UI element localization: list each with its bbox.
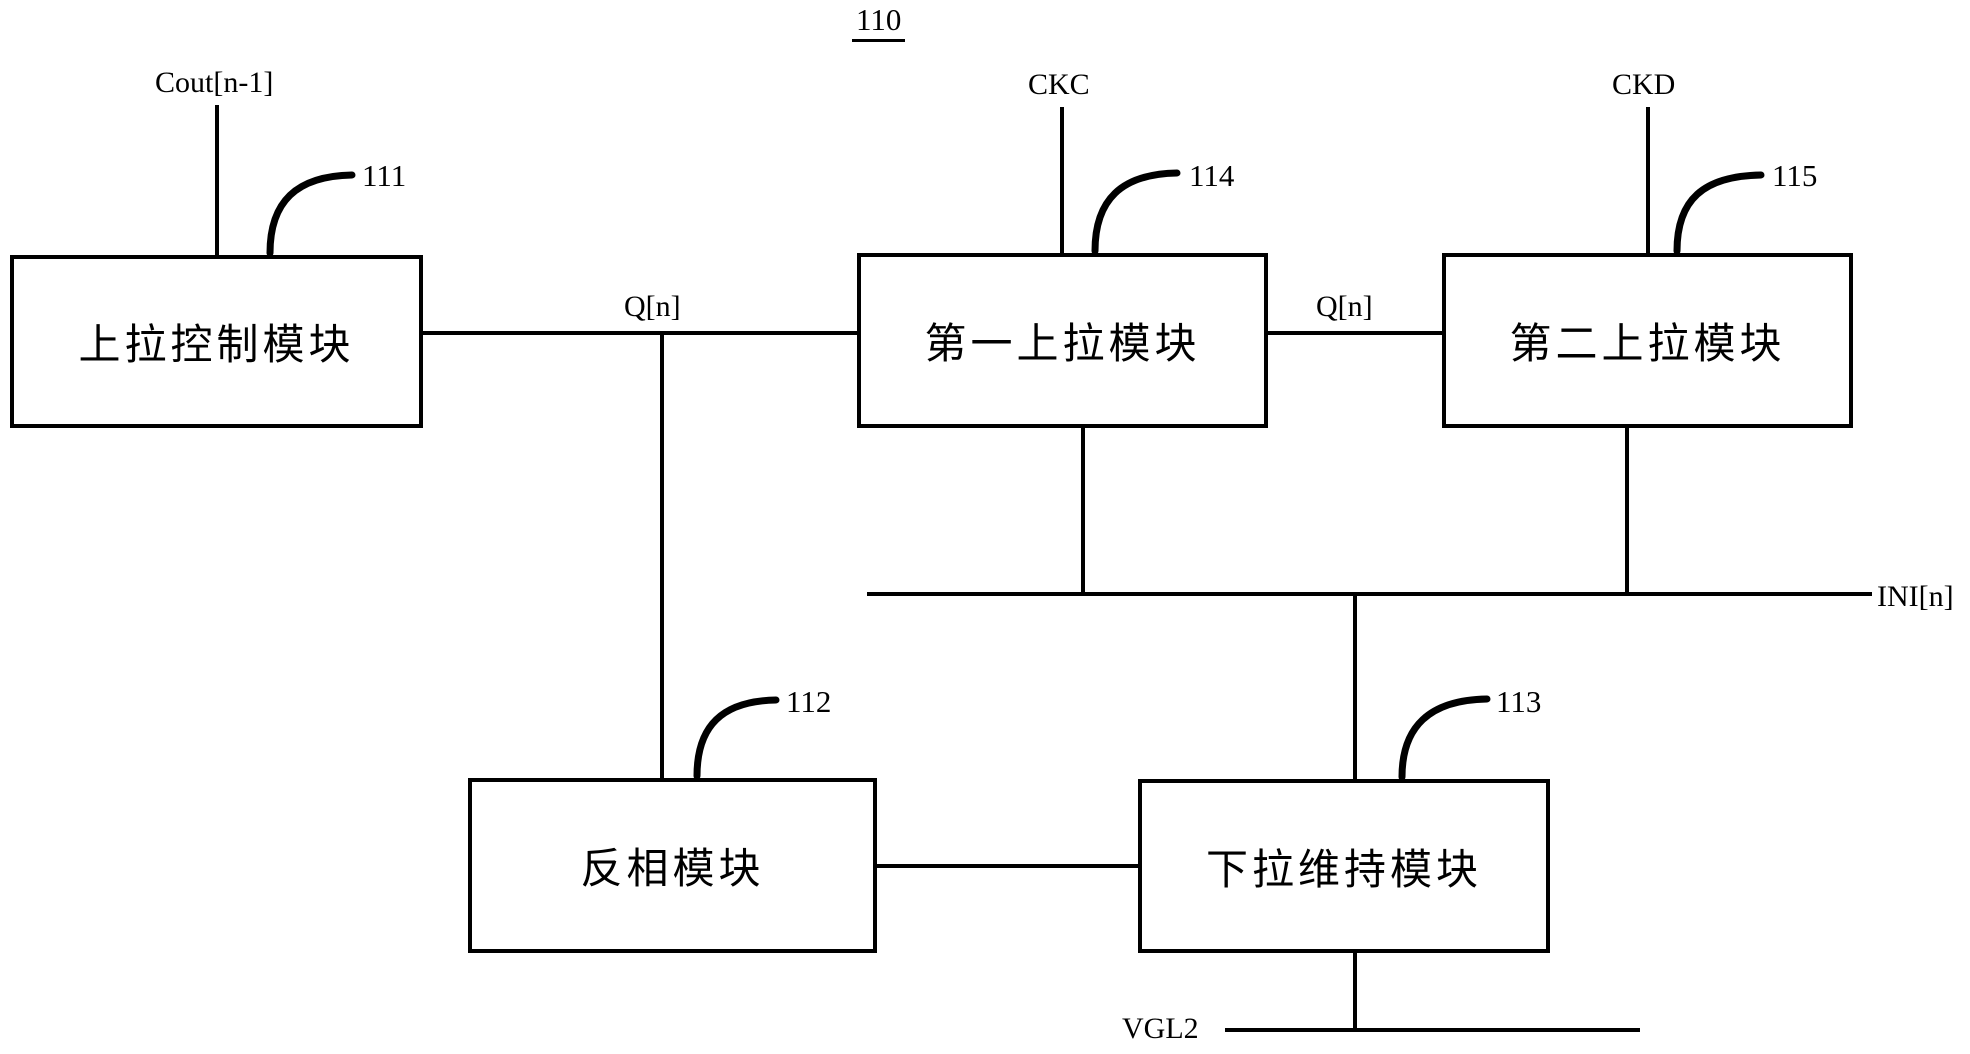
ref-number-112: 112 — [786, 684, 832, 719]
ref-114-leader-curve — [1091, 169, 1181, 255]
ref-113-leader-curve — [1398, 695, 1491, 781]
first-pull-up-module-label: 第一上拉模块 — [924, 322, 1201, 368]
q-signal-label-left: Q[n] — [624, 290, 681, 323]
pull-down-maintain-module-box: 下拉维持模块 — [1138, 779, 1550, 953]
cout-signal-label: Cout[n-1] — [155, 66, 274, 99]
ckc-signal-label: CKC — [1028, 68, 1090, 101]
pull-down-maintain-module-label: 下拉维持模块 — [1205, 847, 1482, 894]
ref-number-115: 115 — [1772, 158, 1818, 193]
inverter-module-label: 反相模块 — [580, 847, 765, 893]
ref-115-leader-curve — [1673, 171, 1765, 255]
ini-signal-label: INI[n] — [1877, 580, 1954, 613]
figure-title: 110 — [852, 2, 906, 42]
first-pull-up-module-box: 第一上拉模块 — [857, 253, 1268, 428]
pull-up-control-module-box: 上拉控制模块 — [10, 255, 423, 428]
inverter-module-box: 反相模块 — [468, 778, 877, 953]
ref-112-leader-curve — [693, 696, 780, 780]
second-pull-up-module-box: 第二上拉模块 — [1442, 253, 1853, 428]
ref-number-113: 113 — [1496, 684, 1542, 719]
ref-number-111: 111 — [362, 158, 407, 193]
ref-number-114: 114 — [1189, 158, 1235, 193]
ckd-signal-label: CKD — [1612, 68, 1676, 101]
pull-up-control-module-label: 上拉控制模块 — [78, 323, 355, 369]
q-signal-label-right: Q[n] — [1316, 290, 1373, 323]
vgl2-signal-label: VGL2 — [1122, 1012, 1199, 1045]
ref-111-leader-curve — [266, 171, 356, 257]
second-pull-up-module-label: 第二上拉模块 — [1509, 322, 1786, 368]
